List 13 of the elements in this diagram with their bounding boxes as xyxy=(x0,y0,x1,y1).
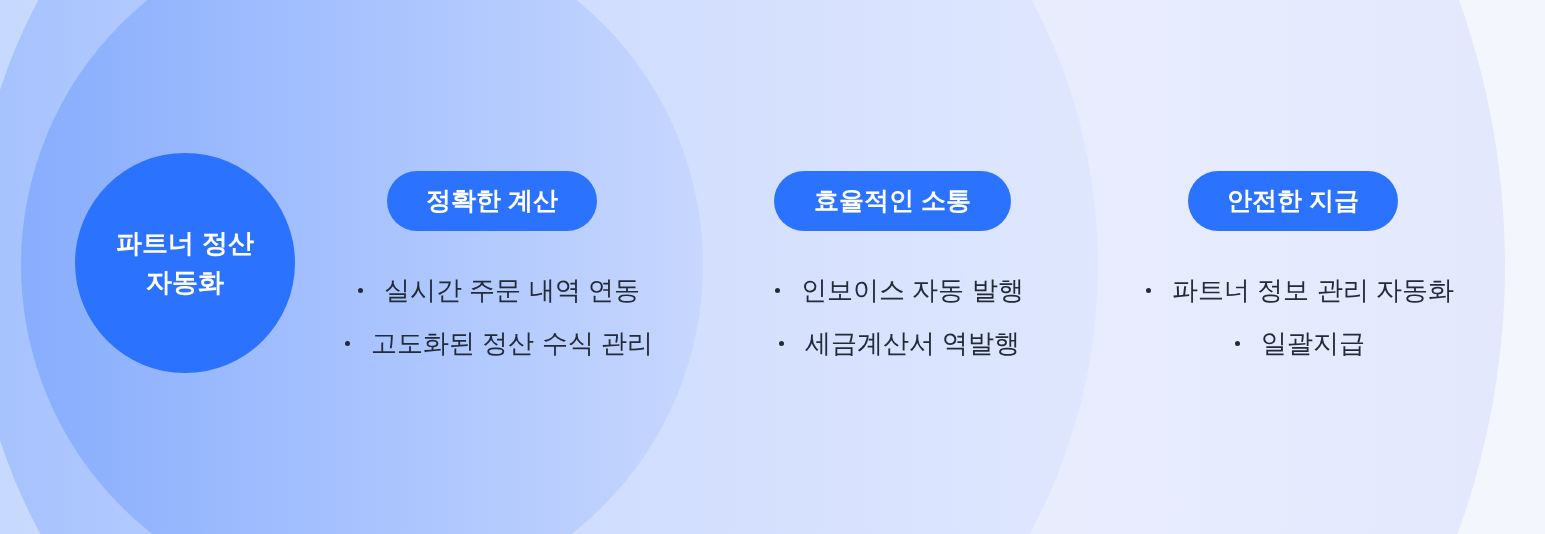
bullet-text: 실시간 주문 내역 연동 xyxy=(384,274,640,307)
category-pill xyxy=(774,171,1011,231)
category-title: 효율적인 소통 xyxy=(814,185,971,217)
bullet-text: 인보이스 자동 발행 xyxy=(801,274,1024,307)
category-pill xyxy=(387,171,597,231)
bullet-text: 일괄지급 xyxy=(1261,327,1365,360)
hub-title: 파트너 정산 자동화 xyxy=(115,227,255,299)
bullet-text: 세금계산서 역발행 xyxy=(804,327,1021,360)
bullet-text: 파트너 정보 관리 자동화 xyxy=(1172,274,1454,307)
category-title: 정확한 계산 xyxy=(426,185,558,217)
category-pill xyxy=(1188,171,1398,231)
bullet-text: 고도화된 정산 수식 관리 xyxy=(371,327,653,360)
category-title: 안전한 지급 xyxy=(1227,185,1359,217)
